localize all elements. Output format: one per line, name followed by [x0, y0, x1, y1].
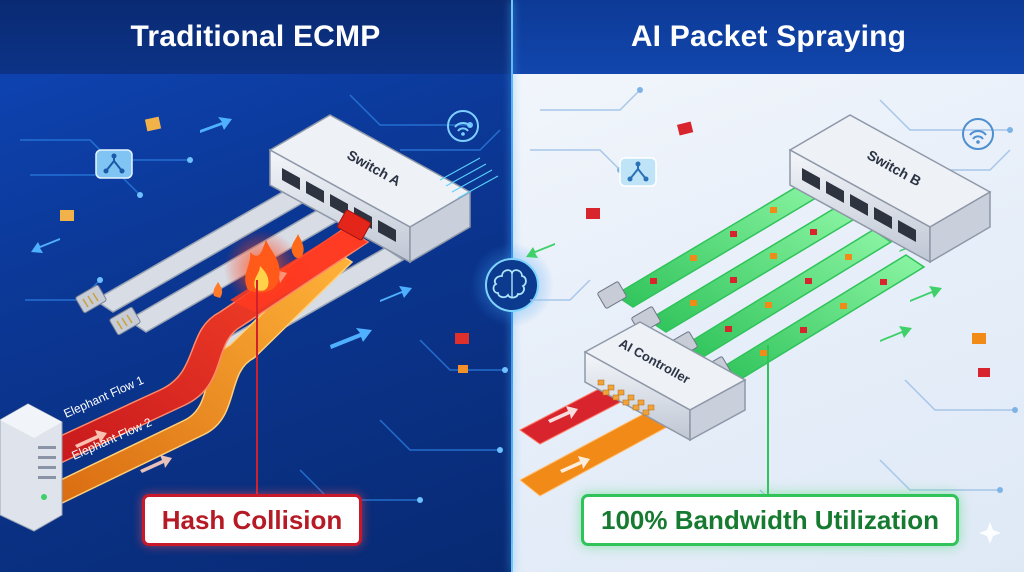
ai-controller: AI Controller	[583, 321, 747, 442]
spray-packets	[650, 207, 887, 356]
network-node-icon	[619, 157, 657, 187]
title-band-right	[513, 0, 1024, 74]
panel-title-left: Traditional ECMP	[130, 20, 381, 53]
switch-b: Switch B	[788, 114, 992, 264]
sparkle-icon	[979, 522, 1001, 544]
wifi-icon	[962, 118, 994, 150]
envelope-icon	[60, 116, 469, 373]
server-icon	[0, 403, 63, 532]
brain-icon	[470, 243, 554, 327]
envelope-icon	[586, 121, 990, 377]
wifi-icon	[447, 110, 479, 142]
title-band-left	[0, 0, 511, 74]
panel-title-right: AI Packet Spraying	[630, 20, 907, 53]
flow-arrows-right-incoming	[548, 406, 590, 473]
fire-icon	[213, 230, 304, 306]
network-node-icon	[95, 149, 133, 179]
panel-ai-packet-spraying: AI Packet Spraying	[513, 0, 1024, 572]
switch-a: Switch A	[268, 114, 499, 264]
elephant-flow-2-band	[38, 247, 354, 506]
callout-bandwidth-utilization: 100% Bandwidth Utilization	[581, 494, 959, 546]
callout-hash-collision: Hash Collision	[142, 494, 362, 546]
direction-arrows-left	[31, 117, 412, 349]
